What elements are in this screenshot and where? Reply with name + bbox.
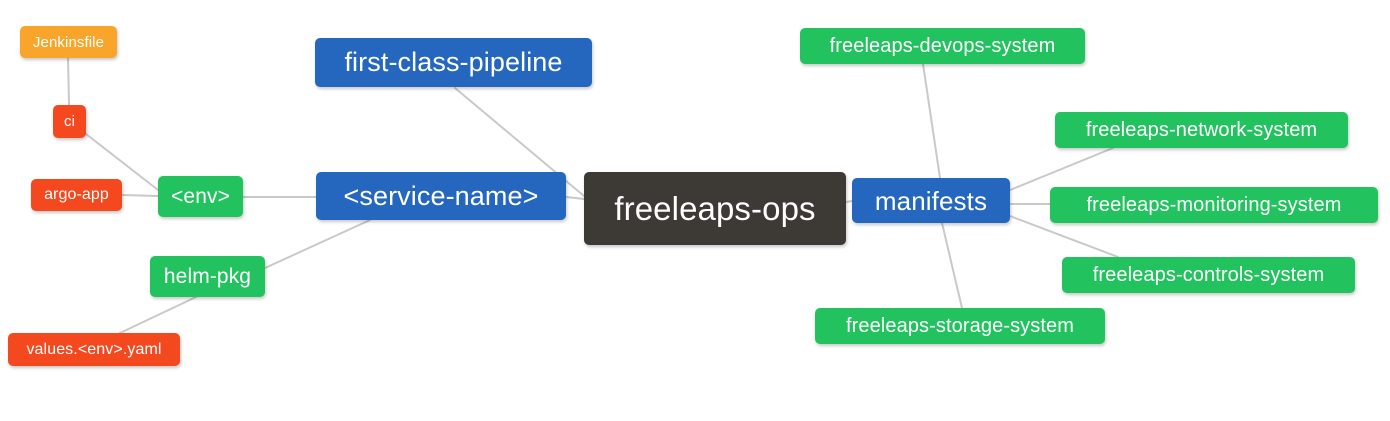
node-freeleaps-controls-system[interactable]: freeleaps-controls-system [1062, 257, 1355, 293]
node-jenkinsfile[interactable]: Jenkinsfile [20, 26, 117, 58]
node-label-ci: ci [63, 113, 76, 130]
node-label-values-env-yaml: values.<env>.yaml [26, 340, 162, 358]
edge-env-to-argo-app [121, 194, 159, 197]
node-label-freeleaps-storage-system: freeleaps-storage-system [845, 315, 1075, 337]
node-label-env: <env> [171, 185, 230, 208]
edge-manifests-to-freeleaps-devops-system [922, 63, 941, 179]
node-env[interactable]: <env> [158, 176, 243, 217]
edge-freeleaps-ops-to-service-name [565, 196, 585, 200]
node-service-name[interactable]: <service-name> [316, 172, 566, 220]
node-freeleaps-ops[interactable]: freeleaps-ops [584, 172, 846, 245]
node-freeleaps-storage-system[interactable]: freeleaps-storage-system [815, 308, 1105, 344]
edge-manifests-to-freeleaps-network-system [1009, 147, 1114, 191]
node-freeleaps-monitoring-system[interactable]: freeleaps-monitoring-system [1050, 187, 1378, 223]
node-freeleaps-network-system[interactable]: freeleaps-network-system [1055, 112, 1348, 148]
edge-ci-to-jenkinsfile [67, 57, 70, 106]
edge-service-name-to-helm-pkg [264, 219, 371, 269]
node-label-freeleaps-ops: freeleaps-ops [614, 190, 816, 227]
node-label-first-class-pipeline: first-class-pipeline [344, 47, 563, 77]
node-values-env-yaml[interactable]: values.<env>.yaml [8, 333, 180, 366]
node-label-argo-app: argo-app [44, 186, 109, 203]
node-label-freeleaps-network-system: freeleaps-network-system [1085, 119, 1318, 141]
node-first-class-pipeline[interactable]: first-class-pipeline [315, 38, 592, 87]
node-label-service-name: <service-name> [343, 180, 539, 211]
edge-helm-pkg-to-values-env-yaml [119, 296, 197, 334]
node-label-helm-pkg: helm-pkg [163, 265, 252, 288]
node-label-freeleaps-monitoring-system: freeleaps-monitoring-system [1086, 194, 1342, 216]
node-argo-app[interactable]: argo-app [31, 179, 122, 211]
node-helm-pkg[interactable]: helm-pkg [150, 256, 265, 297]
node-label-freeleaps-controls-system: freeleaps-controls-system [1092, 264, 1325, 286]
node-ci[interactable]: ci [53, 105, 86, 138]
edge-manifests-to-freeleaps-storage-system [941, 222, 963, 309]
node-label-jenkinsfile: Jenkinsfile [32, 33, 105, 51]
node-manifests[interactable]: manifests [852, 178, 1010, 223]
node-label-manifests: manifests [874, 185, 988, 216]
node-label-freeleaps-devops-system: freeleaps-devops-system [829, 35, 1056, 57]
node-freeleaps-devops-system[interactable]: freeleaps-devops-system [800, 28, 1085, 64]
